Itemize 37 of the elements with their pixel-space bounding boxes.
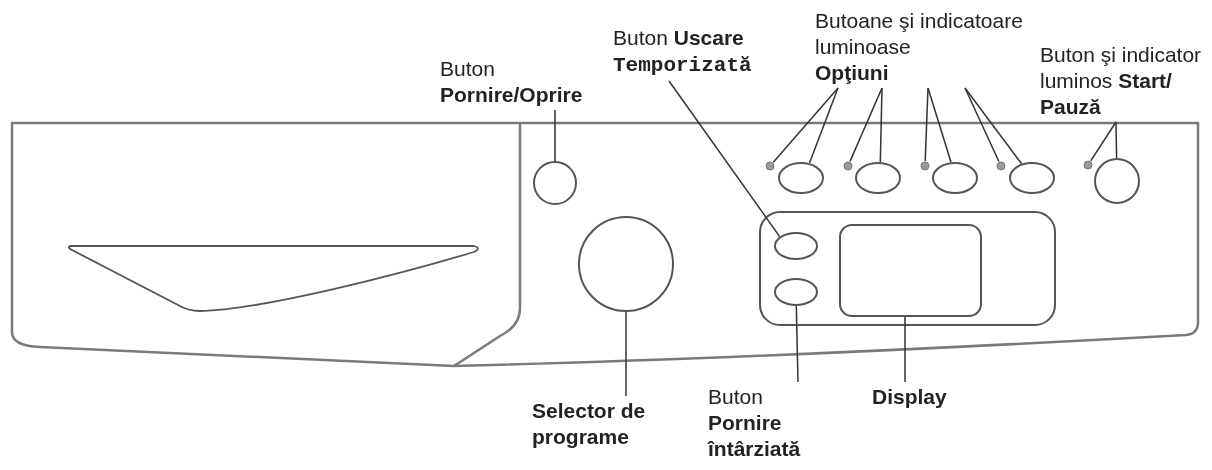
callout-label: Butoane şi indicatoare luminoase Opţiuni [815, 8, 1037, 86]
program-selector-knob [577, 215, 675, 313]
callout-label: Buton Uscare Temporizată [613, 25, 758, 79]
option-button [854, 161, 902, 195]
option-indicator-light [764, 160, 776, 172]
leader-line [668, 80, 781, 238]
power-button [532, 160, 578, 206]
leader-line [964, 87, 1023, 165]
delay-start-button [773, 277, 819, 307]
leader-line [927, 87, 952, 163]
leader-line [772, 87, 839, 163]
option-button [931, 161, 979, 195]
leader-line [808, 87, 839, 164]
leader-line [964, 87, 1000, 163]
leader-line [904, 316, 906, 383]
option-button [777, 161, 825, 195]
leader-line [849, 87, 883, 163]
callout-label: Buton şi indicator luminos Start/ Pauză [1040, 42, 1208, 120]
leader-line [625, 311, 627, 397]
start-pause-indicator-light [1082, 159, 1094, 171]
leader-line [554, 109, 556, 162]
option-indicator-light [995, 160, 1007, 172]
callout-label: Display [872, 384, 947, 410]
callout-label: Buton Pornire/Oprire [440, 56, 590, 108]
callout-label: Selector de programe [532, 398, 652, 450]
leader-line [1115, 121, 1118, 159]
display-screen [838, 223, 983, 318]
option-button [1008, 161, 1056, 195]
leader-line [795, 305, 799, 383]
option-indicator-light [842, 160, 854, 172]
dry-timer-button [773, 231, 819, 261]
leader-line [879, 87, 883, 163]
leader-line [924, 87, 929, 162]
option-indicator-light [919, 160, 931, 172]
callout-label: Buton Pornire întârziată [708, 384, 808, 462]
leader-line [1089, 121, 1117, 162]
start-pause-button [1093, 157, 1141, 205]
